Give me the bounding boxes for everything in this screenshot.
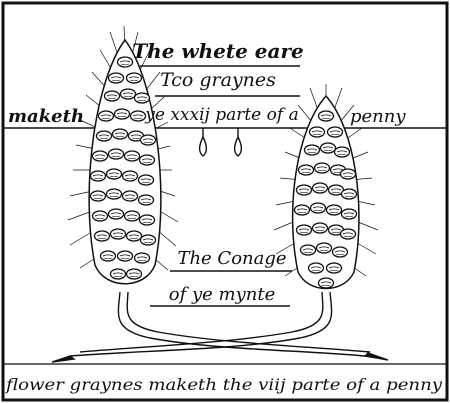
maketh-label: maketh: [8, 106, 84, 127]
title-label: The whete eare: [132, 39, 303, 63]
line3-label: ye xxxij parte of a: [144, 105, 298, 125]
intertwined-stalks-icon: [51, 291, 389, 363]
bottom-label: flower graynes maketh the viij parte of …: [5, 375, 443, 394]
line2-label: Tco graynes: [160, 69, 276, 91]
conage-label: The Conage: [177, 248, 286, 269]
wheat-ear-right-icon: [273, 84, 379, 290]
wheat-ear-left-icon: [67, 25, 179, 285]
drop-icon: [198, 128, 243, 157]
mynte-label: of ye mynte: [169, 284, 275, 305]
penny-label: penny: [350, 106, 406, 127]
